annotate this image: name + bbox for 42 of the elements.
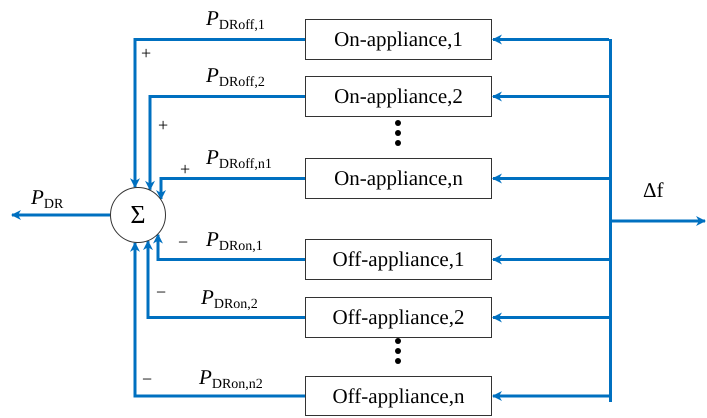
- sign-label: +: [180, 160, 190, 178]
- appliance-box: [305, 19, 492, 60]
- arrow: [612, 216, 706, 226]
- arrow: [130, 38, 305, 188]
- sign-label: +: [141, 44, 152, 62]
- arrow: [153, 234, 305, 261]
- edge-label: P$_{DRoff,2}$: [205, 65, 266, 86]
- edge-label: P$_{DRoff,1}$: [205, 8, 266, 29]
- edge-label: P$_{DRoff,n1}$: [205, 147, 273, 168]
- arrow: [156, 177, 305, 200]
- appliance-label: Off-appliance,n: [332, 386, 464, 406]
- appliance-box: [305, 158, 492, 199]
- sign-label: −: [178, 233, 188, 251]
- appliance-box: [305, 239, 492, 280]
- arrow: [492, 312, 609, 322]
- appliance-label: Off-appliance,2: [332, 307, 464, 328]
- arrow: [11, 210, 110, 220]
- arrow: [492, 391, 609, 401]
- arrow: [492, 34, 609, 44]
- appliance-label: On-appliance,2: [334, 86, 463, 107]
- summing-junction: [110, 187, 166, 243]
- arrow: [130, 242, 305, 398]
- sign-label: −: [142, 370, 152, 388]
- edge-label: P$_{DRon,2}$: [200, 287, 259, 308]
- edge-label: P$_{DR}$: [30, 187, 64, 208]
- appliance-box: [305, 76, 492, 117]
- appliance-box: [305, 297, 492, 338]
- appliance-box: [305, 376, 492, 416]
- sum-symbol: Σ: [130, 202, 146, 228]
- edge-label: P$_{DRon,n2}$: [198, 367, 264, 388]
- signal-bus: [609, 39, 612, 402]
- arrow: [492, 254, 609, 264]
- appliance-label: Off-appliance,1: [332, 249, 464, 270]
- appliance-label: On-appliance,1: [334, 29, 463, 50]
- arrow: [145, 95, 305, 191]
- arrow: [143, 240, 305, 319]
- arrow: [492, 92, 609, 102]
- arrow: [492, 174, 609, 184]
- appliance-label: On-appliance,n: [334, 168, 463, 189]
- sign-label: +: [158, 116, 168, 134]
- edge-label: P$_{DRon,1}$: [205, 229, 264, 250]
- sign-label: −: [156, 283, 166, 301]
